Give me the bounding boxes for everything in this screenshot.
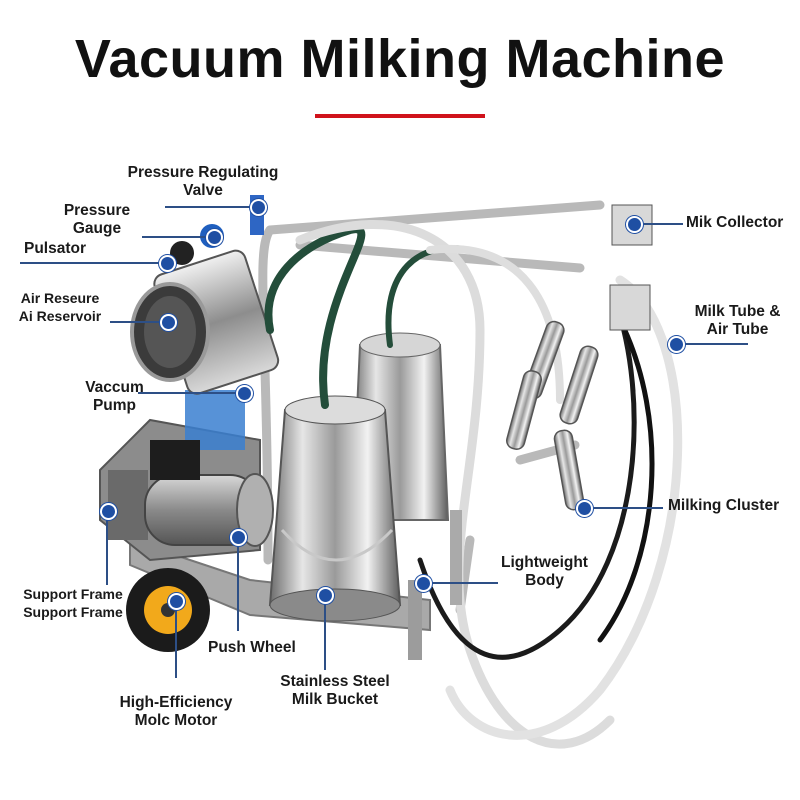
callout-line-body — [422, 582, 498, 584]
title-underline — [315, 114, 485, 118]
callout-line-push-wheel — [237, 536, 239, 631]
marker-bucket — [317, 587, 334, 604]
label-lightweight-body: Lightweight Body — [501, 554, 588, 589]
milk-buckets — [268, 332, 450, 622]
label-vacuum-pump: Vaccum Pump — [85, 379, 144, 414]
marker-gauge — [206, 229, 223, 246]
label-pressure-regulating-valve: Pressure Regulating Valve — [127, 164, 279, 199]
callout-line-pump — [138, 392, 242, 394]
callout-line-cluster — [583, 507, 663, 509]
air-reservoir-shape — [130, 249, 280, 395]
marker-valve — [250, 199, 267, 216]
callout-line-frame — [106, 510, 108, 585]
callout-line-valve — [165, 206, 257, 208]
marker-push-wheel — [230, 529, 247, 546]
label-motor: High-Efficiency Molc Motor — [119, 694, 233, 729]
marker-reservoir — [160, 314, 177, 331]
callout-line-collector — [633, 223, 683, 225]
label-push-wheel: Push Wheel — [208, 639, 296, 656]
label-pressure-gauge: Pressure Gauge — [63, 202, 131, 237]
label-milk-tube: Milk Tube & Air Tube — [694, 303, 781, 338]
label-milk-bucket: Stainless Steel Milk Bucket — [280, 673, 390, 708]
label-air-reservoir: Air Reseure Ai Reservoir — [18, 290, 102, 324]
label-support-frame: Support Frame Support Frame — [23, 586, 123, 620]
marker-body — [415, 575, 432, 592]
marker-tube — [668, 336, 685, 353]
marker-frame — [100, 503, 117, 520]
page-title: Vacuum Milking Machine — [74, 29, 726, 89]
marker-pulsator — [159, 255, 176, 272]
callout-line-bucket — [324, 594, 326, 670]
callout-line-pulsator — [20, 262, 168, 264]
callout-line-tube — [676, 343, 748, 345]
marker-cluster — [576, 500, 593, 517]
callout-line-reservoir — [110, 321, 165, 323]
marker-collector — [626, 216, 643, 233]
label-milk-collector: Mik Collector — [686, 214, 784, 231]
marker-pump — [236, 385, 253, 402]
label-milking-cluster: Milking Cluster — [668, 497, 780, 514]
callout-line-gauge — [142, 236, 212, 238]
label-pulsator: Pulsator — [24, 240, 87, 257]
callout-line-motor — [175, 600, 177, 678]
marker-motor — [168, 593, 185, 610]
